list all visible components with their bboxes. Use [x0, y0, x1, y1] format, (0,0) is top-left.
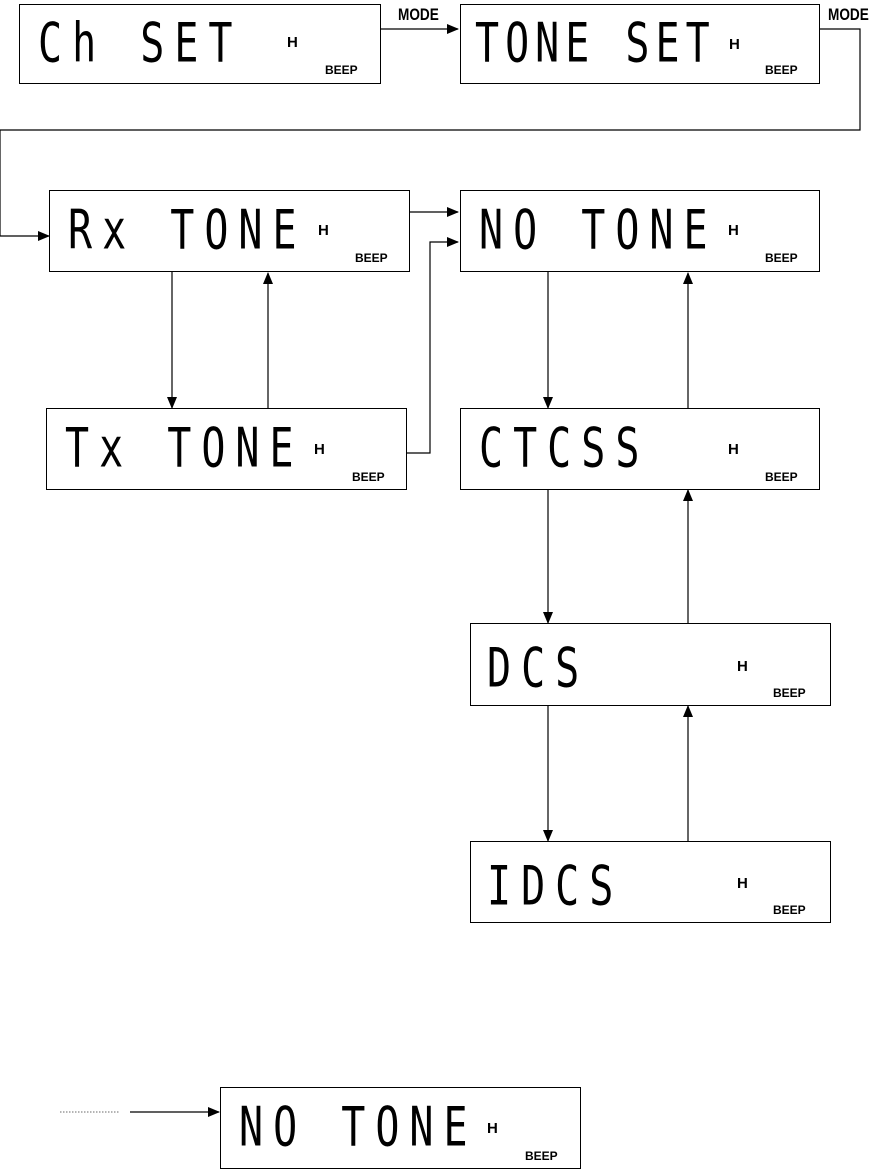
- lcd-rx-tone: Rx TONE H BEEP: [49, 190, 410, 272]
- h-indicator: H: [728, 442, 739, 457]
- lcd-text: NO TONE: [239, 1101, 478, 1155]
- lcd-ctcss: CTCSS H BEEP: [460, 408, 820, 490]
- h-indicator: H: [287, 35, 298, 50]
- h-indicator: H: [729, 37, 740, 52]
- lcd-text: TONE SET: [475, 17, 716, 71]
- lcd-legend-no-tone: NO TONE H BEEP: [220, 1087, 581, 1169]
- h-indicator: H: [314, 442, 325, 457]
- h-indicator: H: [728, 223, 739, 238]
- beep-indicator: BEEP: [773, 904, 806, 916]
- lcd-text: DCS: [487, 642, 589, 696]
- lcd-no-tone: NO TONE H BEEP: [460, 190, 820, 272]
- h-indicator: H: [318, 223, 329, 238]
- lcd-text: CTCSS: [479, 422, 649, 476]
- h-indicator: H: [737, 876, 748, 891]
- beep-indicator: BEEP: [765, 471, 798, 483]
- lcd-idcs: IDCS H BEEP: [470, 841, 831, 923]
- mode-label-2: MODE: [828, 6, 869, 23]
- lcd-ch-set: Ch SET H BEEP: [19, 4, 381, 84]
- beep-indicator: BEEP: [355, 252, 388, 264]
- lcd-tx-tone: Tx TONE H BEEP: [46, 408, 407, 490]
- mode-label-1: MODE: [398, 6, 439, 23]
- beep-indicator: BEEP: [773, 687, 806, 699]
- h-indicator: H: [737, 659, 748, 674]
- lcd-text: Ch SET: [38, 17, 243, 71]
- beep-indicator: BEEP: [325, 64, 358, 76]
- lcd-text: NO TONE: [479, 204, 718, 258]
- lcd-text: Tx TONE: [65, 422, 304, 476]
- lcd-text: IDCS: [487, 860, 623, 914]
- beep-indicator: BEEP: [525, 1150, 558, 1162]
- h-indicator: H: [487, 1121, 498, 1136]
- beep-indicator: BEEP: [352, 471, 385, 483]
- lcd-dcs: DCS H BEEP: [470, 623, 831, 706]
- beep-indicator: BEEP: [765, 64, 798, 76]
- lcd-tone-set: TONE SET H BEEP: [460, 4, 820, 84]
- lcd-text: Rx TONE: [68, 204, 307, 258]
- beep-indicator: BEEP: [765, 252, 798, 264]
- arrow-txtone-to-notone: [407, 242, 458, 453]
